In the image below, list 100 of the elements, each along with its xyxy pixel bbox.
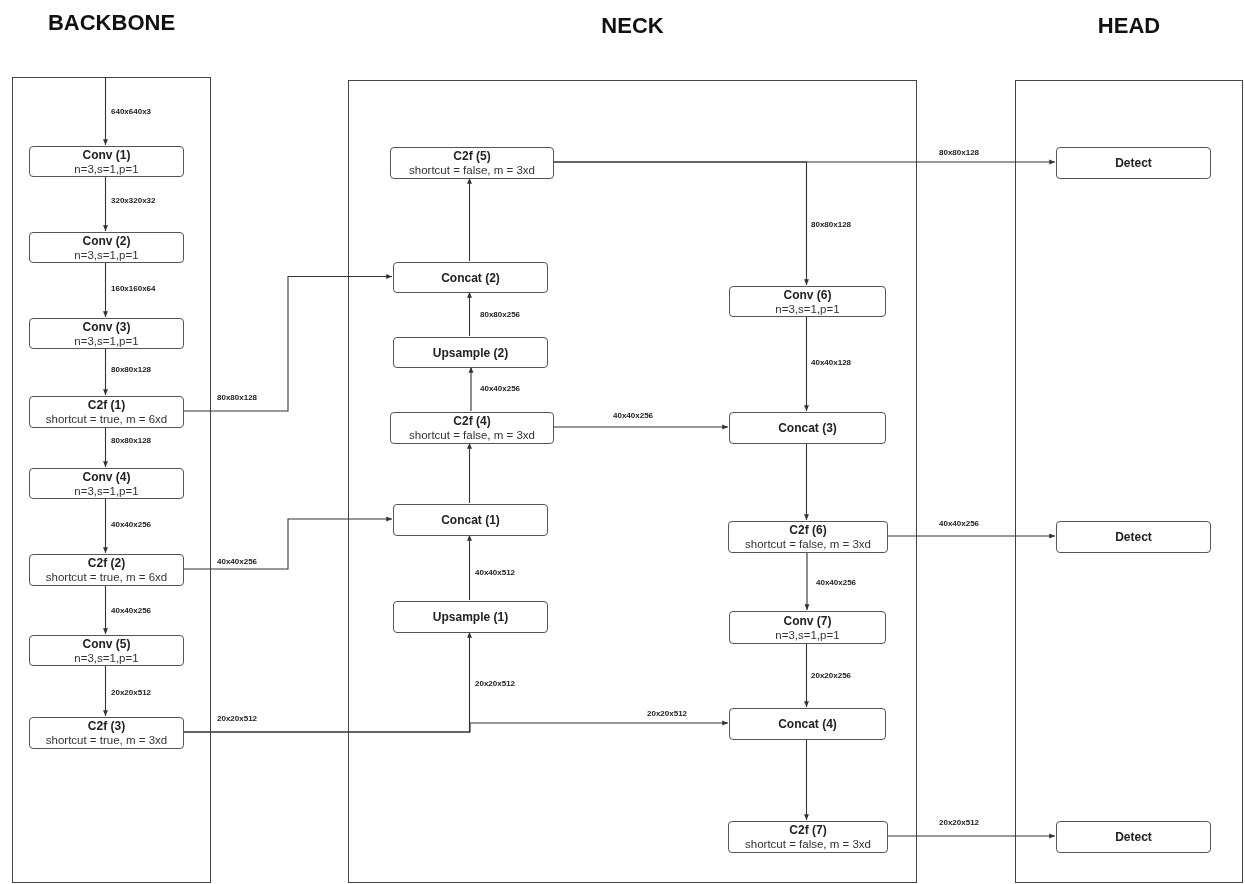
arrow [103, 347, 108, 396]
arrow [103, 584, 108, 635]
edge-label: 40x40x256 [815, 578, 858, 588]
layer-name: C2f (2) [87, 556, 126, 570]
edge-label: 80x80x256 [479, 310, 522, 320]
arrow [467, 291, 472, 337]
layer-name: Conv (2) [82, 233, 131, 248]
layer-box [393, 504, 548, 536]
layer-name: Upsample (2) [432, 345, 509, 360]
layer-box [393, 337, 548, 368]
arrow [103, 261, 108, 318]
layer-box [393, 601, 548, 633]
layer-name: Conv (7) [783, 613, 832, 628]
arrow [468, 366, 474, 412]
arrow [804, 551, 810, 611]
layer-box [29, 717, 184, 749]
arrow [103, 497, 108, 554]
layer-name: Conv (4) [82, 469, 131, 484]
layer-params: shortcut = false, m = 3xd [409, 163, 535, 177]
edge-label: 40x40x256 [110, 606, 153, 616]
layer-params: n=3,s=1,p=1 [74, 334, 139, 348]
edge-label: 40x40x256 [612, 411, 655, 421]
edge-label: 40x40x512 [474, 568, 517, 578]
layer-params: n=3,s=1,p=1 [74, 248, 139, 262]
section-heading: BACKBONE [46, 10, 177, 36]
edge-label: 80x80x128 [110, 436, 153, 446]
layer-box [1056, 147, 1211, 179]
arrow [182, 274, 393, 412]
layer-params: shortcut = false, m = 3xd [745, 537, 871, 551]
arrow [804, 642, 809, 708]
layer-params: n=3,s=1,p=1 [74, 651, 139, 665]
layer-name: Concat (4) [778, 717, 837, 731]
layer-box [29, 318, 184, 349]
edge-label: 80x80x128 [810, 220, 853, 230]
layer-name: C2f (4) [453, 414, 491, 428]
arrow [886, 533, 1056, 539]
layer-params: n=3,s=1,p=1 [74, 162, 139, 176]
layer-name: Concat (1) [441, 513, 500, 527]
layer-box [29, 232, 184, 263]
layer-box [29, 554, 184, 586]
layer-params: n=3,s=1,p=1 [775, 628, 840, 642]
edge-label: 40x40x256 [216, 557, 259, 567]
layer-params: n=3,s=1,p=1 [775, 302, 840, 316]
layer-box [1056, 521, 1211, 553]
layer-params: shortcut = false, m = 3xd [745, 837, 871, 851]
edge-label: 20x20x256 [810, 671, 853, 681]
layer-params: shortcut = false, m = 3xd [409, 428, 535, 442]
layer-box [1056, 821, 1211, 853]
layer-name: C2f (3) [87, 719, 126, 733]
layer-name: C2f (1) [87, 398, 126, 412]
edge-label: 40x40x256 [110, 520, 153, 530]
section-heading: NECK [600, 13, 665, 39]
edge-label: 80x80x128 [938, 148, 981, 158]
edge-label: 20x20x512 [110, 688, 153, 698]
arrow [804, 442, 809, 521]
edge-label: 80x80x128 [110, 365, 153, 375]
layer-name: C2f (6) [789, 523, 827, 537]
layer-params: shortcut = true, m = 3xd [45, 733, 168, 747]
arrow [467, 442, 472, 504]
layer-name: Conv (1) [82, 147, 131, 162]
arrow [552, 161, 809, 286]
edge-label: 20x20x512 [938, 818, 981, 828]
arrow [467, 177, 472, 262]
layer-box [728, 521, 888, 553]
arrow [103, 426, 108, 468]
layer-box [729, 412, 886, 444]
layer-params: shortcut = true, m = 6xd [45, 412, 168, 426]
edge-label: 40x40x128 [810, 358, 853, 368]
layer-box [729, 708, 886, 740]
arrow [182, 720, 729, 733]
arrow [103, 76, 108, 146]
arrow [182, 516, 393, 570]
layer-name: Concat (3) [778, 421, 837, 435]
edge-label: 20x20x512 [646, 709, 689, 719]
layer-params: n=3,s=1,p=1 [74, 484, 139, 498]
layer-box [29, 146, 184, 177]
arrow [552, 424, 729, 430]
edge-label: 40x40x256 [938, 519, 981, 529]
layer-box [29, 468, 184, 499]
edge-label: 20x20x512 [474, 679, 517, 689]
edge-label: 40x40x256 [479, 384, 522, 394]
layer-box [729, 611, 886, 644]
layer-box [390, 412, 554, 444]
layer-box [728, 821, 888, 853]
arrow [804, 315, 809, 412]
layer-params: shortcut = true, m = 6xd [45, 570, 168, 584]
layer-name: Conv (5) [82, 636, 131, 651]
layer-box [29, 396, 184, 428]
arrow [886, 833, 1056, 839]
layer-name: C2f (5) [453, 149, 491, 163]
layer-name: Detect [1115, 530, 1152, 544]
edge-label: 160x160x64 [110, 284, 157, 294]
layer-box [393, 262, 548, 293]
layer-name: Conv (6) [783, 287, 832, 302]
section-heading: HEAD [1096, 13, 1162, 39]
edge-label: 80x80x128 [216, 393, 259, 403]
layer-name: Conv (3) [82, 319, 131, 334]
layer-box [390, 147, 554, 179]
arrow [467, 534, 472, 601]
layer-box [29, 635, 184, 666]
